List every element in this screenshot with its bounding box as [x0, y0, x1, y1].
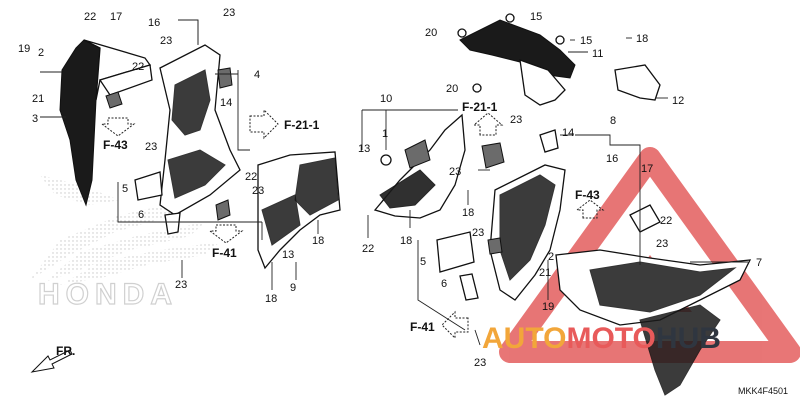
svg-text:AUTOMOTOHUB: AUTOMOTOHUB: [482, 322, 721, 355]
diagram-code: MKK4F4501: [738, 386, 788, 396]
callout-16: 16: [606, 153, 618, 165]
callout-19: 19: [18, 43, 30, 55]
callout-23: 23: [472, 227, 484, 239]
callout-4: 4: [254, 69, 260, 81]
callout-23: 23: [656, 238, 668, 250]
callout-23: 23: [474, 357, 486, 369]
ref-label-f43-right: F-43: [575, 188, 600, 202]
callout-22: 22: [245, 171, 257, 183]
callout-9: 9: [290, 282, 296, 294]
callout-21: 21: [32, 93, 44, 105]
callout-18: 18: [462, 207, 474, 219]
ref-arrow-f41-right: F-41: [410, 310, 469, 340]
logo-auto: AUTO: [482, 322, 566, 355]
callout-16: 16: [148, 17, 160, 29]
callout-11: 11: [592, 48, 603, 60]
callout-22: 22: [84, 11, 96, 23]
left-cowl-assembly: [40, 19, 341, 290]
ref-arrow-f211-right: F-21-1: [462, 100, 504, 136]
right-cowl-assembly: [417, 129, 752, 396]
callout-5: 5: [122, 183, 128, 195]
callout-23: 23: [160, 35, 172, 47]
callout-13: 13: [358, 143, 370, 155]
callout-22: 22: [132, 61, 144, 73]
callout-22: 22: [660, 215, 672, 227]
callout-18: 18: [636, 33, 648, 45]
callout-2: 2: [548, 251, 554, 263]
callout-8: 8: [610, 115, 616, 127]
callout-3: 3: [32, 113, 38, 125]
ref-label-f41-right: F-41: [410, 320, 435, 334]
ref-label-f41-left: F-41: [212, 246, 237, 260]
callout-6: 6: [138, 209, 144, 221]
ref-label-f211-right: F-21-1: [462, 100, 498, 114]
callout-23: 23: [223, 7, 235, 19]
callout-2: 2: [38, 47, 44, 59]
callout-labels: 22 17 19 2 21 3 16 23 22 23 4 14 23 5 6 …: [18, 7, 762, 369]
callout-17: 17: [641, 163, 653, 175]
callout-18: 18: [400, 235, 412, 247]
callout-22: 22: [362, 243, 374, 255]
callout-15: 15: [530, 11, 542, 23]
callout-12: 12: [672, 95, 684, 107]
ref-arrow-f43-right: F-43: [575, 188, 605, 219]
callout-18: 18: [312, 235, 324, 247]
logo-hub: HUB: [656, 322, 721, 355]
upper-right-parts: [457, 13, 668, 106]
callout-15: 15: [580, 35, 592, 47]
honda-brand-text: HONDA: [38, 278, 178, 311]
center-bracket-assembly: [361, 109, 505, 238]
callout-18: 18: [265, 293, 277, 305]
ref-arrow-f211-left: F-21-1: [249, 108, 320, 140]
callout-20: 20: [425, 27, 437, 39]
callout-7: 7: [756, 257, 762, 269]
callout-14: 14: [220, 97, 232, 109]
ref-label-f211-left: F-21-1: [284, 118, 320, 132]
callout-23: 23: [252, 185, 264, 197]
callout-5: 5: [420, 256, 426, 268]
front-direction-arrow: FR.: [30, 344, 75, 373]
callout-1: 1: [382, 128, 388, 140]
ref-arrow-f43-left: F-43: [100, 117, 136, 152]
logo-moto: MOTO: [566, 322, 655, 355]
ref-label-f43-left: F-43: [103, 138, 128, 152]
callout-23: 23: [145, 141, 157, 153]
callout-10: 10: [380, 93, 392, 105]
front-label: FR.: [56, 344, 75, 358]
callout-14: 14: [562, 127, 574, 139]
callout-23: 23: [175, 279, 187, 291]
callout-23: 23: [510, 114, 522, 126]
callout-20: 20: [446, 83, 458, 95]
honda-wing-watermark: HONDA: [30, 175, 220, 312]
callout-21: 21: [539, 267, 551, 279]
callout-13: 13: [282, 249, 294, 261]
callout-17: 17: [110, 11, 122, 23]
ref-arrow-f41-left: F-41: [208, 224, 244, 260]
automotohub-logo: AUTOMOTOHUB: [482, 322, 721, 355]
callout-19: 19: [542, 301, 554, 313]
callout-6: 6: [441, 278, 447, 290]
callout-23: 23: [449, 166, 461, 178]
